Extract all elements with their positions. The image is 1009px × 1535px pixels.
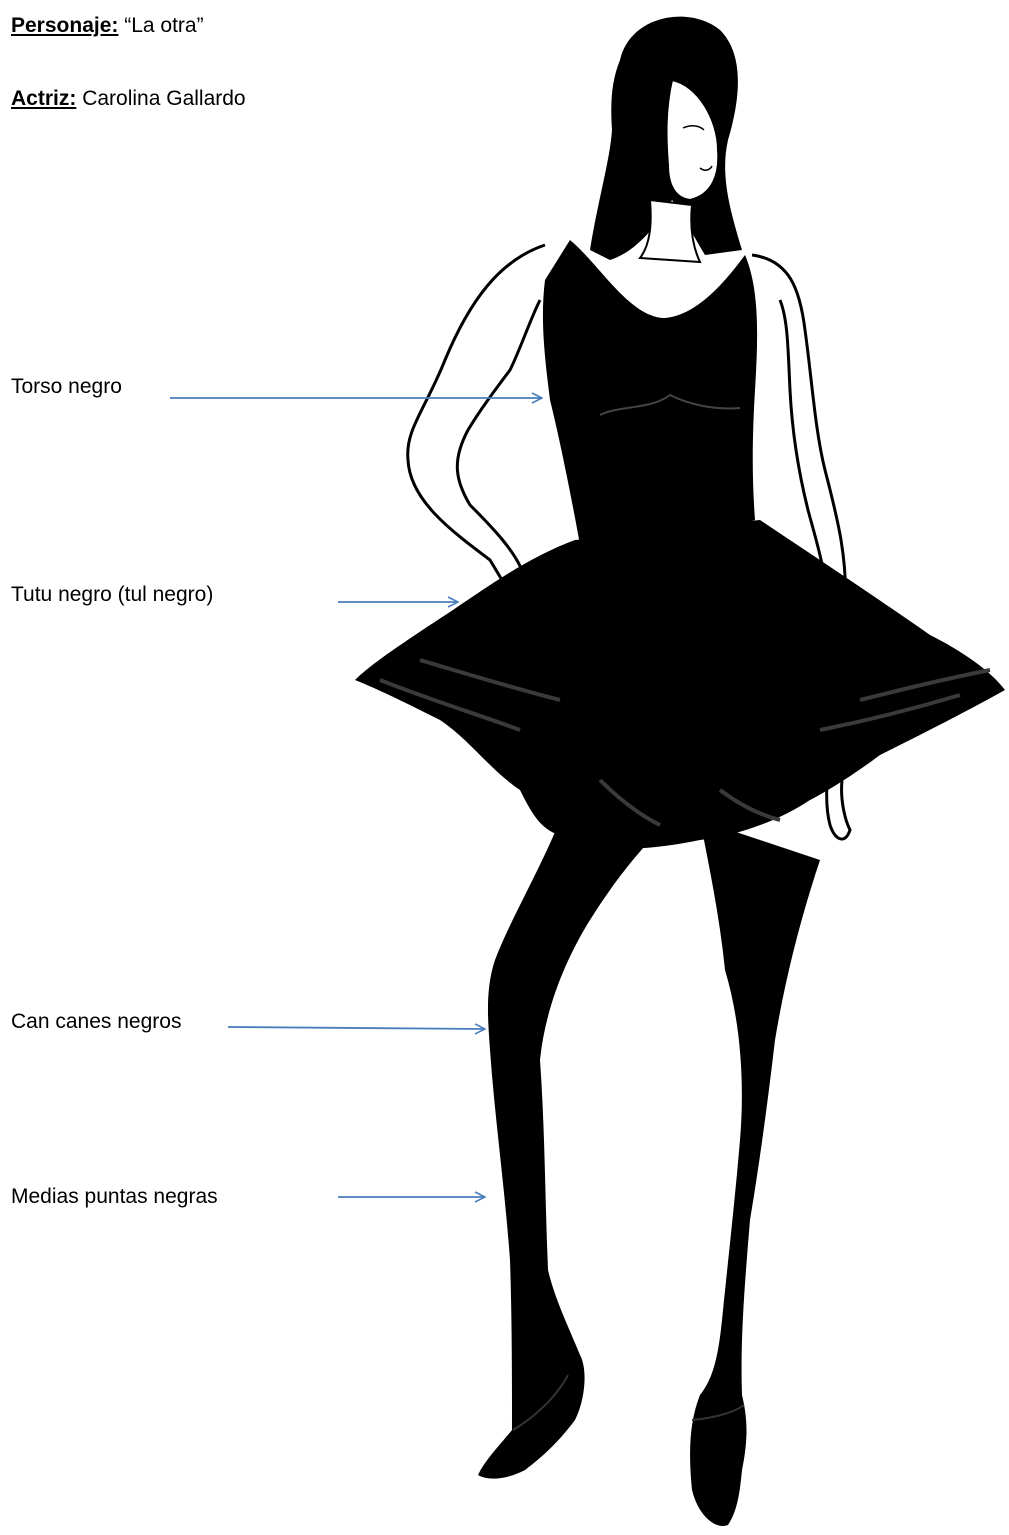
arrow-can-canes: [228, 1027, 485, 1029]
left-leg-shape: [478, 820, 660, 1479]
left-arm-outline: [408, 245, 545, 585]
torso-shape: [543, 240, 757, 545]
right-leg-shape: [690, 820, 820, 1526]
tutu-shape: [355, 520, 1005, 849]
